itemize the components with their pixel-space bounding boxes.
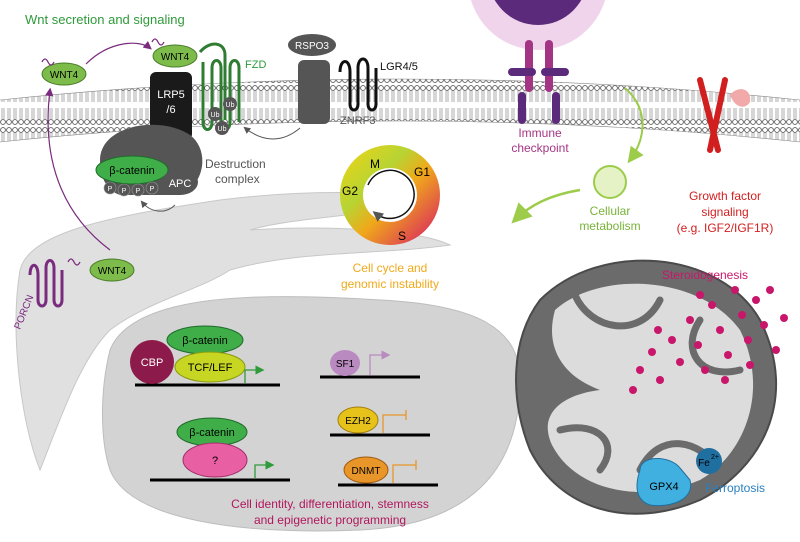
gpx4: GPX4 [636,458,692,507]
lrp-label-2: /6 [166,104,175,116]
cell-cycle-title-1: Cell cycle and [353,261,428,275]
beta-catenin-cyto-label: β-catenin [109,165,154,177]
cell-cycle-title-2: genomic instability [341,277,439,291]
ub-label-2: Ub [226,102,235,109]
lrp-label-1: LRP5 [157,89,185,101]
dnmt-label: DNMT [352,466,381,477]
fe-label: Fe [698,458,710,469]
phase-m: M [370,157,380,171]
growth-title-1: Growth factor [689,189,761,203]
wnt-export-arrow [45,87,111,251]
znrf3-label: ZNRF3 [340,115,375,127]
wnt4-bound: WNT4 [151,38,198,68]
metabolism-title-2: metabolism [579,219,640,233]
znrf3-arrow [243,126,301,140]
gpx4-label: GPX4 [649,481,678,493]
fe-charge-label: 2+ [711,454,719,461]
beta-catenin-nuc-label-1: β-catenin [182,335,227,347]
metabolism-title-1: Cellular [590,204,631,218]
tcf-lef-label: TCF/LEF [188,362,233,374]
steroid-title: Steroidogenesis [662,268,748,282]
phase-s: S [398,229,406,243]
ub-label-3: Ub [218,126,227,133]
fzd-receptor: FZD [198,42,266,131]
p-label-1: P [108,186,113,193]
growth-title-2: signaling [701,205,748,219]
unknown-partner-label: ? [212,455,218,467]
lrp5-6-receptor: LRP5 /6 [150,72,192,140]
immune-title-1: Immune [518,126,562,140]
destruction-complex: β-catenin APC P P P P [95,124,203,197]
metabolism-arrow-in [624,87,644,164]
gene-sf1: SF1 [320,350,420,379]
rspo3-label: RSPO3 [295,41,329,52]
wnt-title: Wnt secretion and signaling [25,12,185,27]
p-label-2: P [122,188,127,195]
nucleus [102,296,521,532]
nucleus-title-1: Cell identity, differentiation, stemness [231,497,429,511]
phase-g1: G1 [414,165,430,179]
p-label-3: P [136,188,141,195]
steroid-dots [629,286,788,394]
znrf3-rspo3-complex: RSPO3 ZNRF3 [288,34,375,127]
destruction-label-2: complex [215,172,260,186]
immune-title-2: checkpoint [511,141,569,155]
fzd-label: FZD [245,59,266,71]
igf1r-receptor [697,77,751,153]
ferroptosis-title: Ferroptosis [705,481,765,495]
gene-dnmt: DNMT [338,456,438,487]
ubiquitin-cluster: Ub Ub Ub [208,97,237,135]
metabolism-arrow-out [511,188,581,224]
wnt-secretion-arrow [85,40,152,65]
iron-ion: Fe 2+ [696,448,722,474]
ezh2-label: EZH2 [345,416,371,427]
lgr4-5-receptor: LGR4/5 [338,57,418,112]
nucleus-title-2: and epigenetic programming [254,513,406,527]
gene-unknown-partner: β-catenin ? [150,417,290,482]
wnt4-bound-label: WNT4 [161,52,190,63]
wnt4-secreted-label: WNT4 [50,70,79,81]
lgr-label: LGR4/5 [380,61,418,73]
sf1-label: SF1 [336,359,355,370]
gene-tcf-lef: β-catenin TCF/LEF CBP [130,325,280,387]
cbp-label: CBP [141,357,164,369]
wnt4-er: WNT4 [67,258,135,282]
cell-cycle-ring: M G1 G2 S [340,145,440,245]
wnt4-er-label: WNT4 [98,266,127,277]
gene-ezh2: EZH2 [330,406,430,437]
growth-title-3: (e.g. IGF2/IGF1R) [677,221,774,235]
p-label-4: P [150,186,155,193]
immune-cell [470,0,606,124]
phase-g2: G2 [342,184,358,198]
apc-label: APC [169,178,192,190]
metabolism-cycle [593,165,627,199]
ub-label-1: Ub [211,112,220,119]
destruction-label-1: Destruction [205,157,266,171]
beta-catenin-nuc-label-2: β-catenin [189,427,234,439]
wnt4-secreted: WNT4 [41,58,87,86]
